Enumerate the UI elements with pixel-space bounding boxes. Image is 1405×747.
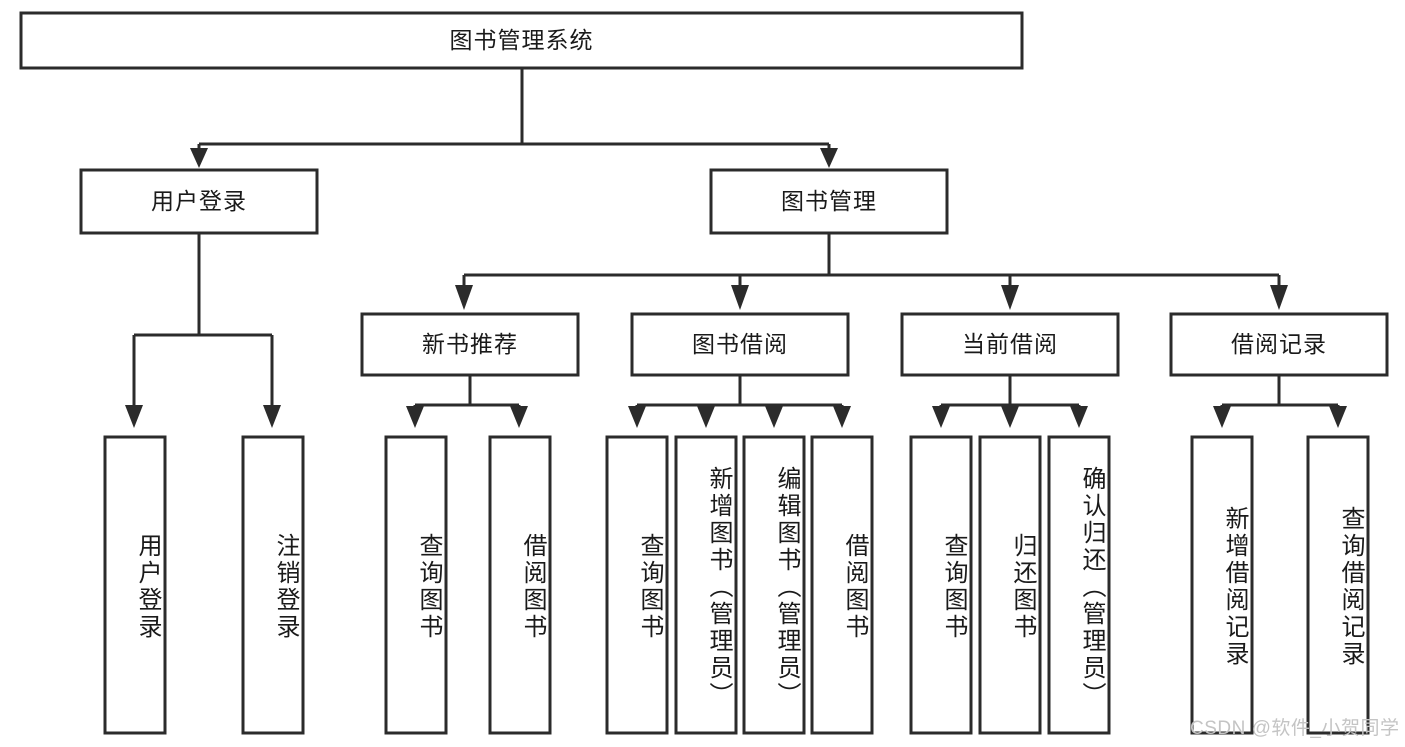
- arrow-head-book-borrow: [731, 285, 749, 310]
- node-box-leaf-borrow-book-1[interactable]: [488, 435, 552, 735]
- arrow-head-current-borrow: [1001, 285, 1019, 310]
- node-box-leaf-query-book-3[interactable]: [909, 435, 973, 735]
- arrow-head-book-management: [820, 148, 838, 168]
- node-box-book-borrow[interactable]: [630, 312, 850, 377]
- node-box-leaf-add-book[interactable]: [674, 435, 738, 735]
- arrow-head-leaf-query-book-1: [406, 406, 424, 428]
- arrow-head-new-book-recommend: [455, 285, 473, 310]
- arrow-head-leaf-confirm-return: [1070, 406, 1088, 428]
- node-box-root[interactable]: [19, 11, 1024, 70]
- arrow-head-leaf-add-book: [697, 406, 715, 428]
- node-box-leaf-query-book-2[interactable]: [605, 435, 669, 735]
- node-box-leaf-user-login[interactable]: [103, 435, 167, 735]
- arrow-head-leaf-query-book-3: [932, 406, 950, 428]
- arrow-head-leaf-query-book-2: [628, 406, 646, 428]
- node-box-book-management[interactable]: [709, 168, 949, 235]
- node-box-current-borrow[interactable]: [900, 312, 1120, 377]
- node-box-new-book-recommend[interactable]: [360, 312, 580, 377]
- node-box-leaf-query-book-1[interactable]: [384, 435, 448, 735]
- node-box-leaf-edit-book[interactable]: [742, 435, 806, 735]
- node-box-leaf-logout-login[interactable]: [241, 435, 305, 735]
- arrow-head-leaf-user-login: [125, 405, 143, 428]
- csdn-watermark: CSDN @软件_小贺同学: [1190, 718, 1400, 739]
- arrow-head-user-login: [190, 148, 208, 168]
- arrow-head-leaf-add-record: [1213, 406, 1231, 428]
- node-box-user-login[interactable]: [79, 168, 319, 235]
- arrow-head-leaf-query-record: [1329, 406, 1347, 428]
- arrow-head-leaf-return-book: [1001, 406, 1019, 428]
- arrow-head-leaf-borrow-book-1: [510, 406, 528, 428]
- node-box-borrow-record[interactable]: [1169, 312, 1389, 377]
- node-box-leaf-add-record[interactable]: [1190, 435, 1254, 735]
- node-box-leaf-return-book[interactable]: [978, 435, 1042, 735]
- arrow-head-leaf-logout-login: [263, 405, 281, 428]
- arrow-head-leaf-borrow-book-2: [833, 406, 851, 428]
- arrow-head-borrow-record: [1270, 285, 1288, 310]
- arrow-head-leaf-edit-book: [765, 406, 783, 428]
- node-box-leaf-confirm-return[interactable]: [1047, 435, 1111, 735]
- node-box-leaf-borrow-book-2[interactable]: [810, 435, 874, 735]
- node-box-leaf-query-record[interactable]: [1306, 435, 1370, 735]
